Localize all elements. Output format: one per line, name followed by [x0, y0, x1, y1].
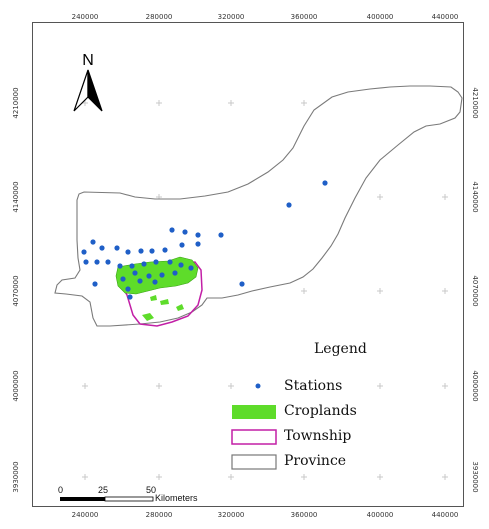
cropland-patch: [160, 299, 169, 305]
station-point: [218, 232, 224, 238]
station-point: [162, 247, 168, 253]
x-tick-bottom: 320000: [217, 511, 245, 519]
station-point: [125, 249, 131, 255]
x-tick-bottom: 360000: [290, 511, 318, 519]
station-point: [239, 281, 245, 287]
x-tick-bottom: 280000: [145, 511, 173, 519]
legend-symbols: [231, 383, 277, 470]
station-point: [286, 202, 292, 208]
legend-label: Croplands: [284, 403, 357, 419]
station-point: [169, 227, 175, 233]
cropland-patch: [150, 295, 157, 301]
scale-bar: [60, 496, 154, 502]
station-point: [129, 263, 135, 269]
x-tick-bottom: 400000: [366, 511, 394, 519]
station-point: [141, 261, 147, 267]
station-point: [138, 248, 144, 254]
station-point: [127, 294, 133, 300]
station-point: [117, 263, 123, 269]
cropland-patch: [142, 313, 154, 321]
x-tick-top: 280000: [145, 13, 173, 21]
legend-title: Legend: [314, 341, 367, 357]
scale-label: 25: [98, 485, 109, 495]
station-point: [132, 270, 138, 276]
station-point: [159, 272, 165, 278]
station-point: [125, 286, 131, 292]
scale-unit-label: Kilometers: [155, 493, 198, 503]
scale-label: 0: [58, 485, 64, 495]
legend-township-symbol: [231, 429, 277, 445]
station-point: [153, 259, 159, 265]
north-label: N: [82, 52, 94, 69]
x-tick-top: 240000: [71, 13, 99, 21]
station-point: [94, 259, 100, 265]
province-polygon: [54, 85, 463, 327]
north-arrow: [73, 69, 103, 112]
x-tick-top: 440000: [431, 13, 459, 21]
x-tick-bottom: 440000: [431, 511, 459, 519]
legend-label: Stations: [284, 378, 343, 394]
station-point: [195, 241, 201, 247]
station-point: [99, 245, 105, 251]
station-point: [92, 281, 98, 287]
station-point: [172, 270, 178, 276]
scale-label: 50: [146, 485, 157, 495]
legend-province-symbol: [231, 454, 277, 470]
station-point: [152, 279, 158, 285]
station-point: [149, 248, 155, 254]
legend-label: Province: [284, 453, 347, 469]
station-point: [114, 245, 120, 251]
station-point: [105, 259, 111, 265]
x-tick-top: 360000: [290, 13, 318, 21]
x-tick-bottom: 240000: [71, 511, 99, 519]
station-point: [195, 232, 201, 238]
station-point: [120, 276, 126, 282]
legend-label: Township: [284, 428, 352, 444]
x-tick-top: 400000: [366, 13, 394, 21]
legend-cropland-symbol: [232, 405, 276, 419]
cropland-area: [115, 256, 199, 295]
station-point: [146, 273, 152, 279]
station-point: [81, 249, 87, 255]
station-point: [179, 242, 185, 248]
station-point: [188, 265, 194, 271]
station-point: [322, 180, 328, 186]
legend-station-symbol: [255, 383, 261, 389]
station-point: [83, 259, 89, 265]
stations-layer: [81, 180, 328, 300]
station-point: [178, 262, 184, 268]
station-point: [167, 259, 173, 265]
station-point: [137, 278, 143, 284]
x-tick-top: 320000: [217, 13, 245, 21]
cropland-patch: [176, 304, 184, 311]
station-point: [90, 239, 96, 245]
station-point: [182, 229, 188, 235]
